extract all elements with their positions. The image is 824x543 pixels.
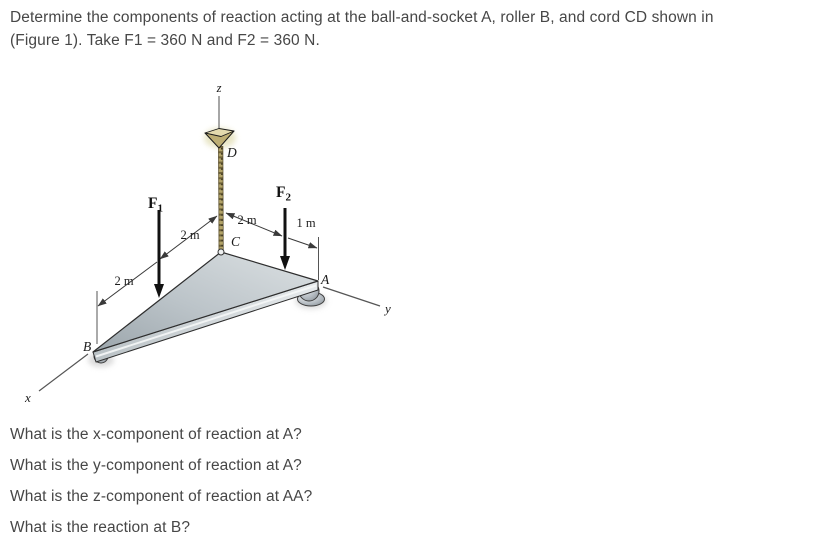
statics-diagram: z D C A B x y F1 F2 2 m 2 m 2 m 1 m xyxy=(0,70,430,420)
f2-label: F2 xyxy=(276,184,291,204)
z-axis-label: z xyxy=(216,81,222,95)
dim-c-to-f2-label: 2 m xyxy=(237,213,256,227)
point-c-label: C xyxy=(231,234,241,249)
point-b-label: B xyxy=(83,339,91,354)
f1-symbol: F xyxy=(148,195,157,212)
problem-statement-line1: Determine the components of reaction act… xyxy=(10,6,810,29)
x-axis-line xyxy=(39,354,88,391)
point-d-label: D xyxy=(226,145,237,160)
dim-line-f2-to-a xyxy=(288,238,317,248)
cord-braid-dark xyxy=(221,146,222,252)
question-x-component-a: What is the x-component of reaction at A… xyxy=(10,419,610,450)
dim-b-to-f1-label: 2 m xyxy=(114,274,133,288)
figure-1: z D C A B x y F1 F2 2 m 2 m 2 m 1 m xyxy=(0,70,430,420)
question-list: What is the x-component of reaction at A… xyxy=(10,419,610,543)
y-axis-label: y xyxy=(383,301,391,316)
dim-f2-to-a-label: 1 m xyxy=(296,216,315,230)
f1-arrow-head xyxy=(154,284,164,298)
f2-subscript: 2 xyxy=(285,192,291,204)
problem-statement-line2: (Figure 1). Take F1 = 360 N and F2 = 360… xyxy=(10,29,810,52)
question-z-component-a: What is the z-component of reaction at A… xyxy=(10,481,610,512)
question-reaction-b: What is the reaction at B? xyxy=(10,512,610,543)
cord-cd xyxy=(219,146,224,252)
f1-label: F1 xyxy=(148,195,163,215)
f2-symbol: F xyxy=(276,184,285,201)
dim-f1-to-c-label: 2 m xyxy=(180,228,199,242)
point-a-label: A xyxy=(320,272,330,287)
x-axis-label: x xyxy=(24,390,31,405)
f2-arrow-head xyxy=(280,256,290,270)
y-axis-line xyxy=(323,287,380,306)
question-y-component-a: What is the y-component of reaction at A… xyxy=(10,450,610,481)
cord-attachment-c xyxy=(218,249,224,255)
f1-subscript: 1 xyxy=(157,203,163,215)
problem-statement: Determine the components of reaction act… xyxy=(10,6,810,52)
